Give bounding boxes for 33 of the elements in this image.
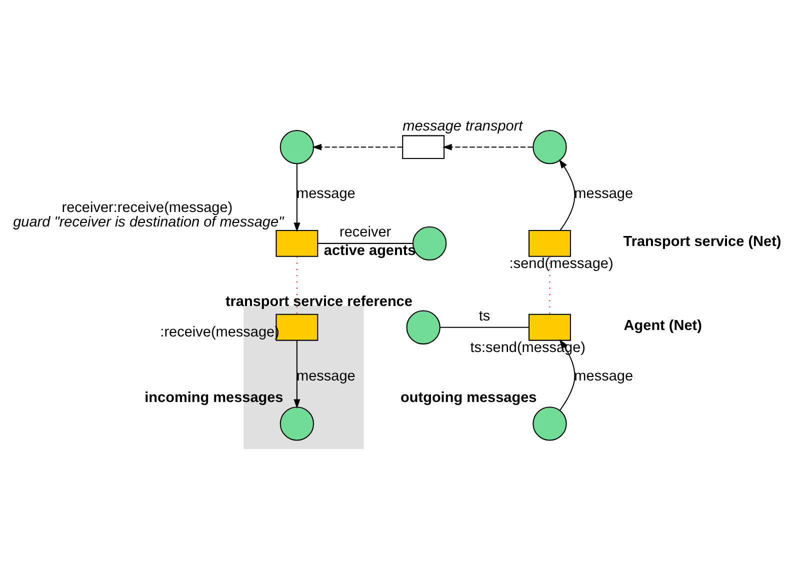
node-box	[528, 229, 571, 256]
node-circle	[532, 406, 567, 440]
connector	[440, 326, 529, 328]
node-circle	[532, 129, 567, 164]
node-box	[402, 134, 445, 158]
node-label: active agents	[324, 242, 416, 259]
node-label: guard "receiver is destination of message"	[13, 214, 284, 230]
node-label: message transport	[402, 118, 523, 134]
edge-label: message	[296, 368, 356, 384]
edge-label: receiver	[340, 224, 392, 240]
edge-label: ts	[478, 308, 490, 324]
arrow	[294, 340, 300, 408]
edge-label: message	[574, 368, 634, 384]
node-label: incoming messages	[144, 390, 284, 406]
node-box	[528, 313, 571, 340]
arrow	[294, 163, 300, 232]
node-circle	[280, 129, 314, 164]
node-circle	[406, 310, 440, 344]
arrow	[558, 158, 576, 230]
node-label: receiver:receive(message)	[62, 200, 233, 216]
edge-label: message	[296, 186, 356, 202]
connector	[318, 242, 413, 244]
label: Agent (Net)	[624, 318, 702, 334]
node-box	[276, 229, 318, 256]
arrow	[442, 143, 533, 150]
arrow	[559, 338, 576, 410]
node-label: outgoing messages	[400, 390, 537, 406]
node-label: transport service reference	[225, 293, 412, 310]
arrow	[312, 143, 402, 150]
node-circle	[280, 406, 314, 440]
node-label: :send(message)	[509, 255, 614, 272]
edge-label: message	[574, 186, 634, 202]
label: Transport service (Net)	[623, 234, 782, 250]
